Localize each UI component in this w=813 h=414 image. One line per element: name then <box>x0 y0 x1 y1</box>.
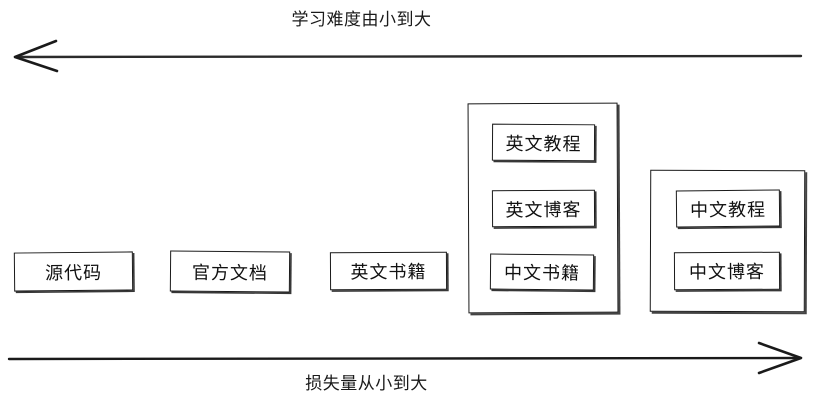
node-official-docs[interactable]: 官方文档 <box>169 250 291 293</box>
top-arrow-icon <box>13 39 803 73</box>
node-chinese-books[interactable]: 中文书籍 <box>489 253 595 291</box>
node-label: 英文博客 <box>505 199 582 221</box>
node-chinese-tutorial[interactable]: 中文教程 <box>675 189 781 228</box>
node-chinese-blog[interactable]: 中文博客 <box>673 251 781 291</box>
node-english-books[interactable]: 英文书籍 <box>329 251 448 291</box>
node-label: 英文教程 <box>505 133 582 155</box>
node-label: 中文教程 <box>689 199 767 221</box>
top-axis-label: 学习难度由小到大 <box>291 10 432 30</box>
bottom-arrow-icon <box>7 341 803 375</box>
node-label: 中文博客 <box>688 261 766 284</box>
node-english-blog[interactable]: 英文博客 <box>491 189 596 228</box>
node-source-code[interactable]: 源代码 <box>13 251 134 292</box>
node-label: 中文书籍 <box>503 262 581 285</box>
bottom-axis-label: 损失量从小到大 <box>305 374 428 394</box>
node-label: 官方文档 <box>191 262 269 284</box>
node-english-tutorial[interactable]: 英文教程 <box>491 123 596 162</box>
node-label: 英文书籍 <box>350 261 427 284</box>
node-label: 源代码 <box>44 262 103 284</box>
